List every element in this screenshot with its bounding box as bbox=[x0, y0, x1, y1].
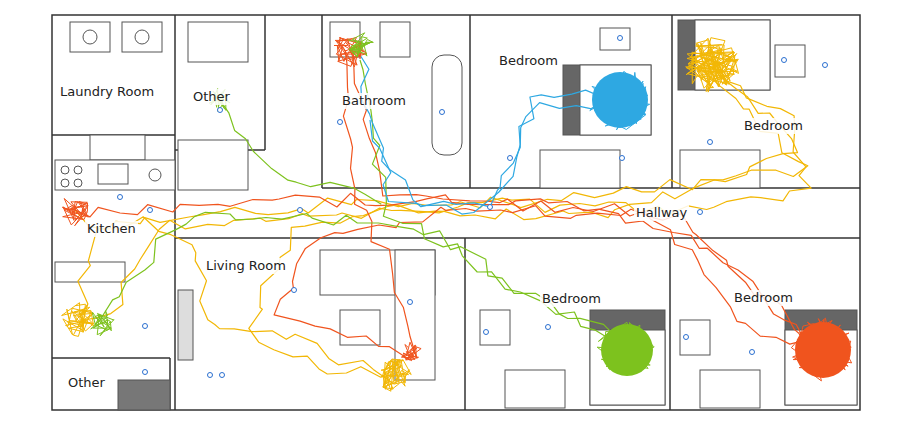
room-label: Other bbox=[191, 89, 232, 105]
trajectory bbox=[75, 72, 808, 229]
trajectory bbox=[381, 359, 411, 391]
trajectory bbox=[686, 38, 739, 92]
room-label: Bedroom bbox=[497, 53, 560, 69]
trajectory bbox=[80, 62, 811, 320]
trajectory bbox=[78, 217, 394, 384]
trajectory bbox=[100, 212, 620, 339]
trajectory bbox=[348, 33, 374, 57]
room-label: Kitchen bbox=[85, 221, 138, 237]
trajectory bbox=[274, 206, 828, 360]
room-label: Laundry Room bbox=[58, 84, 156, 100]
trajectory bbox=[791, 318, 851, 381]
trajectory bbox=[590, 71, 650, 130]
room-label: Hallway bbox=[634, 205, 689, 221]
trajectory bbox=[220, 100, 381, 204]
walls bbox=[52, 15, 860, 410]
trajectories bbox=[62, 33, 852, 391]
furniture bbox=[55, 20, 857, 410]
sensors bbox=[118, 36, 828, 378]
trajectory bbox=[91, 311, 114, 336]
room-label: Living Room bbox=[204, 258, 288, 274]
trajectory bbox=[401, 342, 421, 361]
room-label: Other bbox=[66, 375, 107, 391]
room-label: Bedroom bbox=[742, 118, 805, 134]
room-label: Bedroom bbox=[732, 290, 795, 306]
trajectory bbox=[370, 100, 614, 214]
trajectory bbox=[350, 50, 821, 357]
trajectory bbox=[597, 322, 654, 373]
room-label: Bathroom bbox=[340, 93, 408, 109]
trajectory bbox=[360, 55, 624, 207]
trajectory bbox=[75, 193, 829, 345]
room-label: Bedroom bbox=[540, 291, 603, 307]
trajectory bbox=[62, 303, 95, 337]
